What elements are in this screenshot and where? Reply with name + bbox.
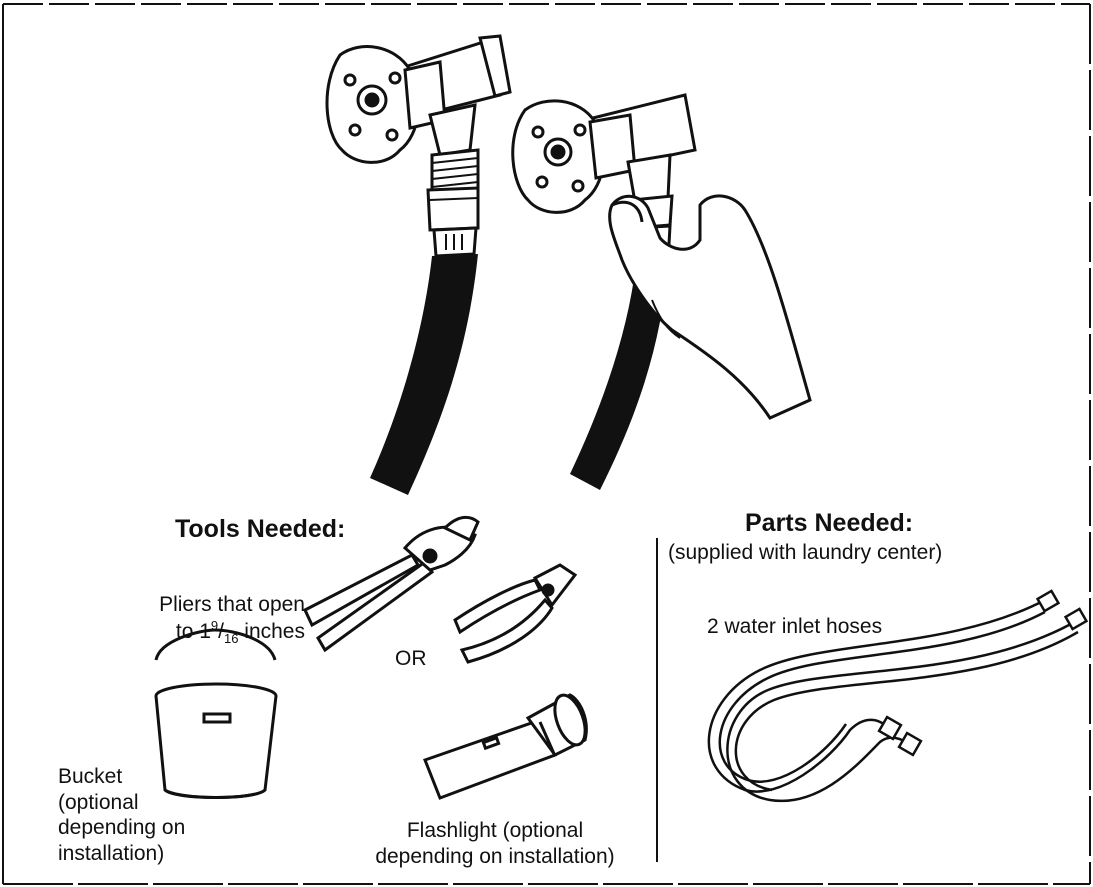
- tools-heading: Tools Needed:: [175, 514, 345, 545]
- pliers-icon: [455, 565, 575, 662]
- hose-icon: [370, 188, 478, 495]
- parts-subheading: (supplied with laundry center): [668, 540, 942, 566]
- flashlight-icon: [425, 691, 591, 798]
- or-label: OR: [395, 646, 427, 672]
- flashlight-label: Flashlight (optional depending on instal…: [335, 818, 655, 869]
- bucket-label: Bucket (optional depending on installati…: [58, 764, 185, 866]
- parts-heading: Parts Needed:: [745, 508, 913, 539]
- faucet-icon: [513, 95, 695, 228]
- faucet-icon: [327, 36, 510, 195]
- pliers-label: Pliers that open to 19/16 inches: [100, 592, 305, 647]
- hoses-label: 2 water inlet hoses: [707, 614, 882, 640]
